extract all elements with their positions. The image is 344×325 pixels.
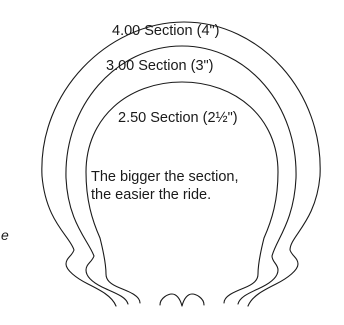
rim-hook-left <box>159 293 183 307</box>
section-label-2-50: 2.50 Section (2½") <box>118 110 238 126</box>
caption-line-1: The bigger the section, <box>91 169 239 185</box>
tire-profile-4-00 <box>41 21 321 307</box>
section-label-3-00: 3.00 Section (3") <box>106 58 214 74</box>
tire-profile-2-50 <box>85 81 279 304</box>
rim-hook-right <box>181 293 205 307</box>
caption-line-2: the easier the ride. <box>91 187 211 203</box>
tire-profile-3-00 <box>65 45 297 305</box>
section-label-4-00: 4.00 Section (4") <box>112 23 220 39</box>
cropped-text-fragment: e <box>1 227 9 243</box>
